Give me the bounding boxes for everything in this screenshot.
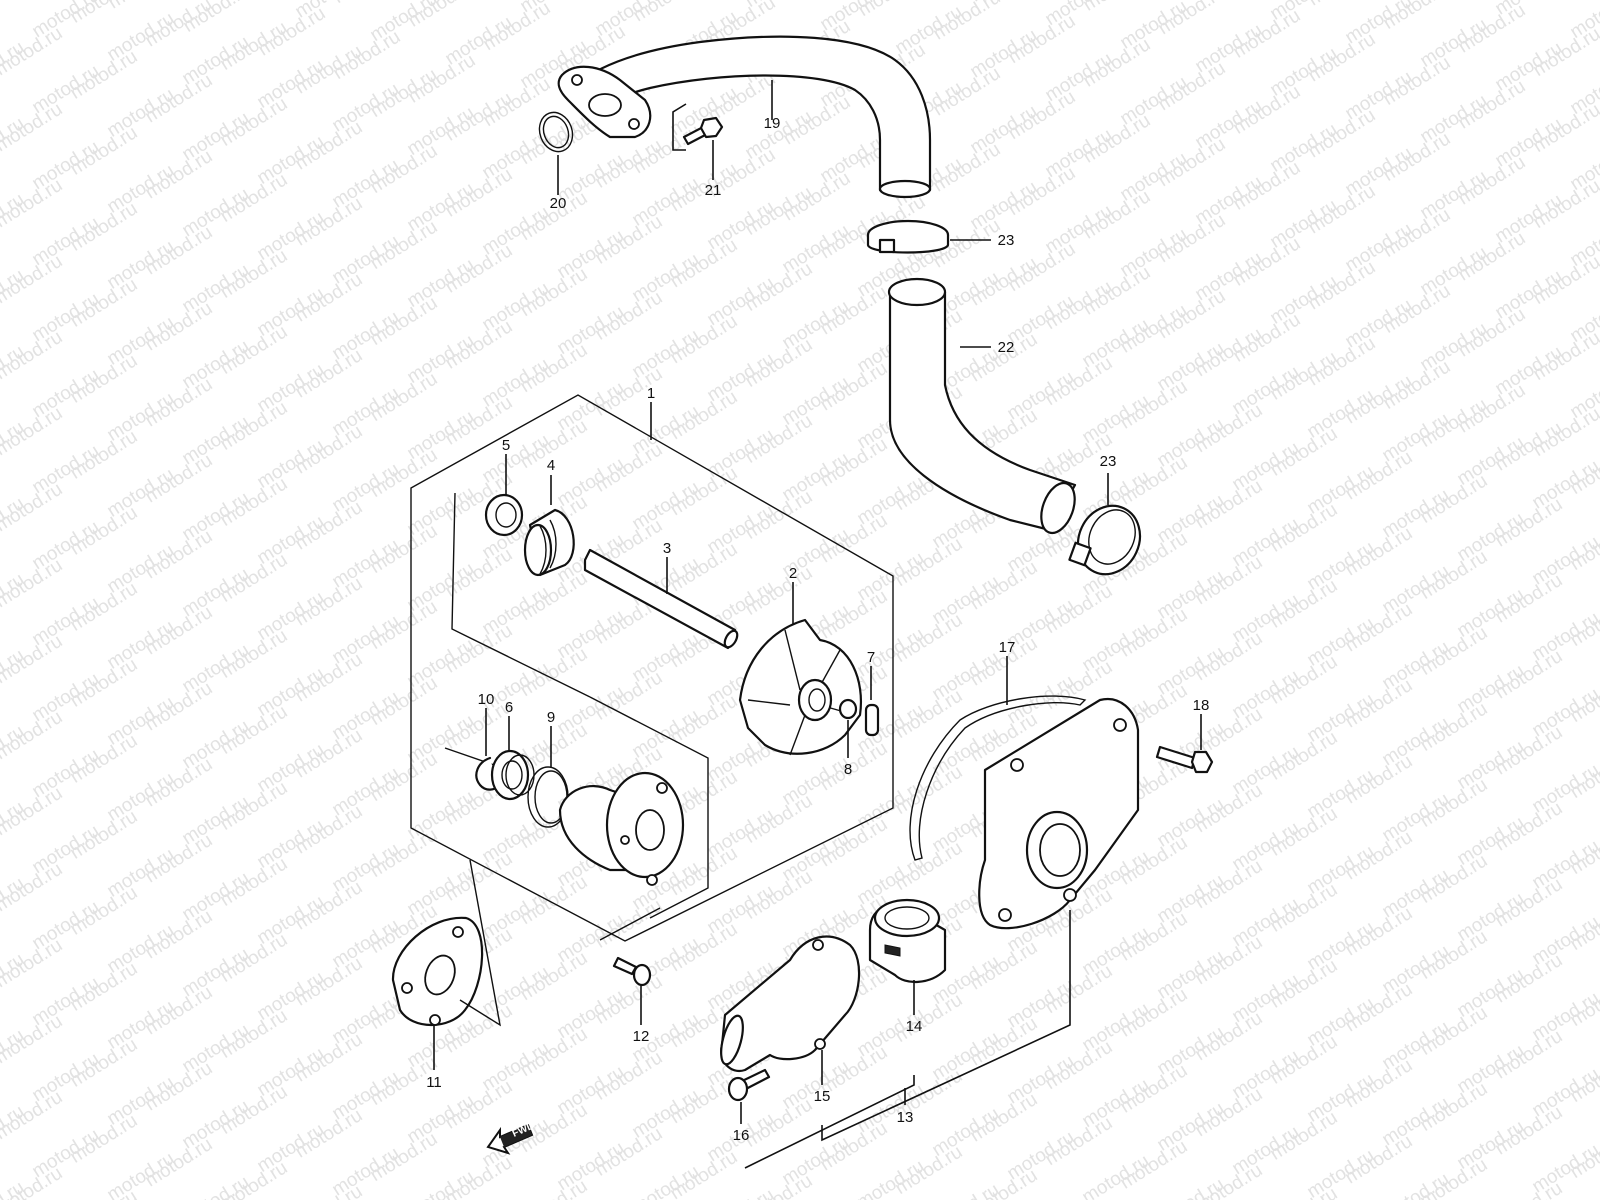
watermark-text: motod.ru bbox=[330, 0, 405, 8]
callout-18: 18 bbox=[1193, 697, 1210, 714]
watermark-text: motod.ru bbox=[1530, 0, 1600, 5]
watermark-text: motod.ru bbox=[179, 1172, 254, 1200]
callout-11: 11 bbox=[426, 1074, 442, 1091]
callout-12: 12 bbox=[633, 1028, 650, 1045]
watermark-text: motod.ru bbox=[0, 1177, 28, 1200]
callout-22: 22 bbox=[998, 339, 1015, 356]
watermark-text: motod.ru bbox=[704, 1185, 779, 1200]
callout-16: 16 bbox=[733, 1127, 750, 1144]
callout-4: 4 bbox=[547, 457, 555, 474]
watermark-text: motod.ru bbox=[1305, 0, 1380, 10]
watermark-text: motod.ru bbox=[1079, 1151, 1154, 1200]
washer-8 bbox=[838, 698, 858, 720]
callout-6: 6 bbox=[505, 699, 513, 716]
callout-15: 15 bbox=[814, 1088, 831, 1105]
watermark-text: motod.ru bbox=[1154, 1174, 1229, 1200]
watermark-text: motod.ru bbox=[0, 0, 66, 4]
watermark-text: motod.ru bbox=[854, 1156, 929, 1200]
callout-19: 19 bbox=[764, 115, 781, 132]
callout-3: 3 bbox=[663, 540, 671, 557]
callout-8: 8 bbox=[844, 761, 852, 778]
callout-23-upper: 23 bbox=[998, 232, 1015, 249]
callout-9: 9 bbox=[547, 709, 555, 726]
callout-7: 7 bbox=[867, 649, 875, 666]
impeller-2 bbox=[738, 618, 862, 756]
seal-5 bbox=[484, 493, 524, 537]
callout-13: 13 bbox=[897, 1109, 914, 1126]
callout-1: 1 bbox=[647, 385, 655, 402]
callout-20: 20 bbox=[550, 195, 567, 212]
hose-clamp-23-upper bbox=[866, 219, 950, 254]
pin-7 bbox=[864, 703, 880, 737]
callout-14: 14 bbox=[906, 1018, 923, 1035]
watermark-text: motod.ru bbox=[929, 1179, 1004, 1200]
watermark-text: motod.ru bbox=[555, 0, 630, 3]
callout-17: 17 bbox=[999, 639, 1016, 656]
callout-5: 5 bbox=[502, 437, 510, 454]
callout-21: 21 bbox=[705, 182, 722, 199]
callout-10: 10 bbox=[478, 691, 495, 708]
callout-23-lower: 23 bbox=[1100, 453, 1117, 470]
callout-2: 2 bbox=[789, 565, 797, 582]
